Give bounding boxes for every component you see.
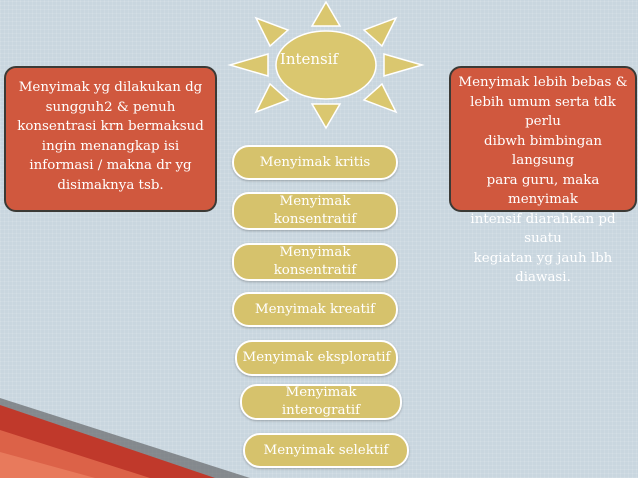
- comparison-line: dibwh bimbingan langsung: [484, 133, 602, 169]
- type-item-label: Menyimak eksploratif: [242, 350, 391, 365]
- comparison-line: diawasi.: [515, 270, 571, 285]
- type-item-selektif: Menyimak selektif: [243, 433, 409, 468]
- comparison-box: Menyimak lebih bebas & lebih umum serta …: [449, 66, 637, 285]
- comparison-line: kegiatan yg jauh lbh: [473, 250, 613, 266]
- sun-ray-bottom-left: [254, 82, 290, 114]
- sun-ray-top: [310, 0, 342, 27]
- type-item-konsentratif: Menyimak konsentratif: [232, 192, 398, 230]
- type-item-konsentratif-2: Menyimak konsentratif: [232, 243, 398, 281]
- type-item-label: konsentratif: [273, 212, 357, 227]
- type-item-kreatif: Menyimak kreatif: [232, 292, 398, 327]
- definition-line: konsentrasi krn bermaksud: [17, 119, 204, 134]
- type-item-kritis: Menyimak kritis: [232, 145, 398, 180]
- type-item-label: konsentratif: [273, 263, 357, 278]
- sun-ray-bottom-right: [362, 82, 398, 114]
- type-item-interogratif: Menyimak interogratif: [240, 384, 402, 420]
- sun-ray-left: [227, 53, 269, 77]
- sun-ray-bottom: [310, 103, 342, 130]
- sun-ray-right: [383, 53, 425, 77]
- type-item-label: interogratif: [281, 403, 361, 418]
- type-item-label: Menyimak: [279, 245, 351, 260]
- type-item-label: Menyimak selektif: [263, 442, 389, 458]
- type-item-label: Menyimak: [285, 385, 357, 400]
- definition-line: ingin menangkap isi: [41, 138, 180, 154]
- definition-line: disimaknya tsb.: [57, 177, 164, 193]
- sun-ray-top-left: [254, 16, 290, 48]
- type-item-label: Menyimak kreatif: [254, 301, 376, 317]
- sun-core: [275, 30, 377, 100]
- type-item-label: Menyimak kritis: [259, 154, 371, 170]
- type-item-label: Menyimak: [279, 194, 351, 209]
- definition-line: sungguh2 & penuh: [45, 99, 176, 115]
- comparison-line: intensif diarahkan pd suatu: [470, 211, 616, 247]
- sun-label: Intensif: [279, 50, 339, 68]
- definition-box: Menyimak yg dilakukan dg sungguh2 & penu…: [4, 66, 217, 212]
- sun-ray-top-right: [362, 16, 398, 48]
- sun-diagram: [227, 0, 425, 130]
- definition-line: Menyimak yg dilakukan dg: [18, 80, 203, 95]
- type-item-eksploratif: Menyimak eksploratif: [235, 340, 398, 376]
- comparison-line: lebih umum serta tdk perlu: [470, 94, 616, 130]
- definition-line: informasi / makna dr yg: [29, 158, 192, 173]
- comparison-line: Menyimak lebih bebas &: [458, 75, 628, 90]
- comparison-line: para guru, maka menyimak: [486, 172, 600, 208]
